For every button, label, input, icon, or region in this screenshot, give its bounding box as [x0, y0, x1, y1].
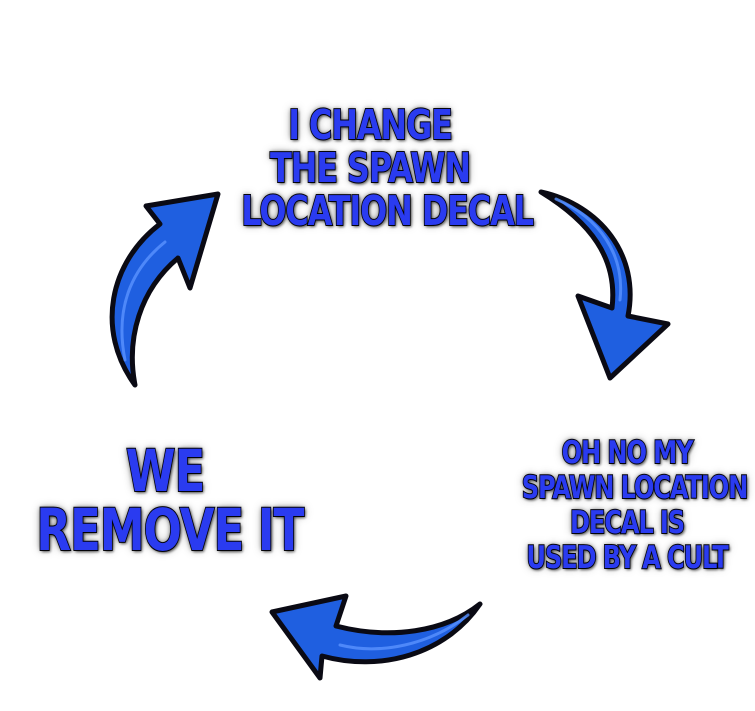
node-right-line-2: SPAWN LOCATION [521, 470, 749, 507]
arrow-right-to-left-highlight [338, 613, 470, 651]
node-left-line-2: REMOVE IT [36, 496, 306, 564]
node-top-line-2: THE SPAWN [269, 144, 472, 192]
node-top-line-1: I CHANGE [287, 101, 453, 149]
arrow-top-to-right-highlight [554, 197, 623, 302]
node-right-line-3: DECAL IS [569, 505, 686, 542]
node-left-label: WE REMOVE IT [36, 437, 306, 564]
arrow-left-to-top-highlight [120, 240, 167, 362]
arrow-top-to-right-icon [538, 189, 671, 381]
arrow-top-to-right-shape [538, 189, 671, 381]
node-right-line-4: USED BY A CULT [526, 540, 730, 577]
node-top-line-3: LOCATION DECAL [241, 187, 535, 235]
node-right-line-1: OH NO MY [561, 435, 694, 472]
node-right-label: OH NO MY SPAWN LOCATION DECAL IS USED BY… [521, 435, 749, 577]
arrow-right-to-left-icon [269, 593, 483, 681]
node-left-line-1: WE [125, 437, 206, 505]
arrow-left-to-top-icon [109, 191, 221, 388]
arrow-right-to-left-shape [269, 593, 483, 681]
node-top-label: I CHANGE THE SPAWN LOCATION DECAL [241, 101, 535, 235]
arrow-left-to-top-shape [109, 191, 221, 388]
